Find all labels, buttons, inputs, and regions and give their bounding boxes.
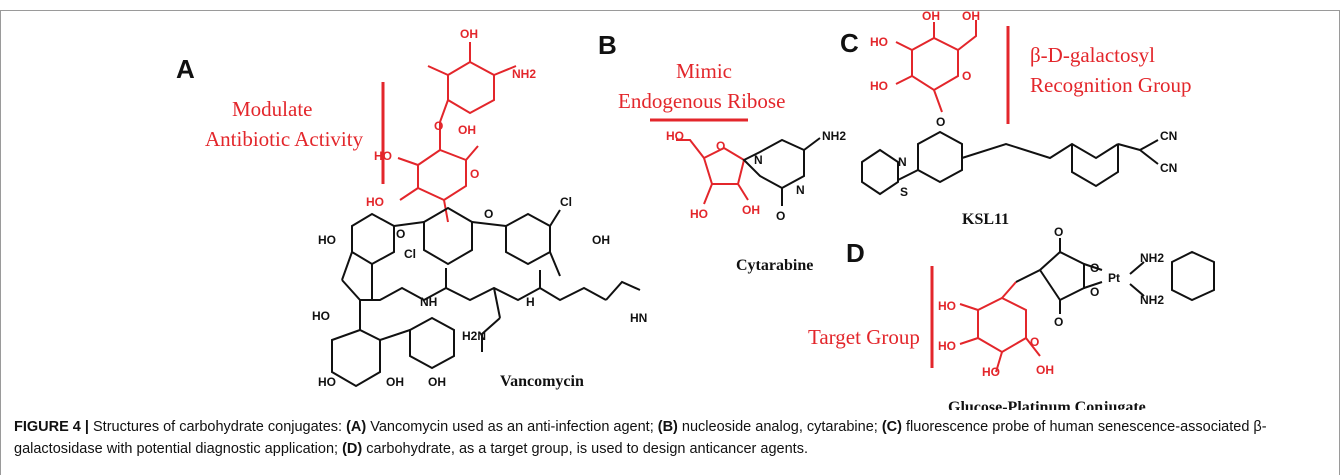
caption-d-text: carbohydrate, as a target group, is used…: [362, 441, 808, 457]
panel-a-label-line1: Modulate: [232, 97, 312, 121]
atom-nh2-d2: NH2: [1140, 293, 1164, 307]
atom-ho-b2: HO: [690, 207, 708, 221]
ksl11-structure: HO HO OH OH O O N S CN CN: [861, 9, 1177, 199]
atom-cn-2: CN: [1160, 161, 1177, 175]
ksl11-name: KSL11: [962, 211, 1009, 228]
panel-b-label-line2: Endogenous Ribose: [618, 89, 785, 113]
atom-oh-b: OH: [742, 203, 760, 217]
atom-n-b2: N: [796, 183, 805, 197]
panel-d-letter: D: [846, 238, 865, 268]
vancomycin-sugar-moiety: OH NH2 O OH HO HO O: [366, 27, 536, 223]
atom-h: H: [526, 295, 535, 309]
atom-ho-c1: HO: [870, 35, 888, 49]
cytarabine-name: Cytarabine: [736, 257, 813, 274]
atom-o-2: O: [470, 167, 479, 181]
atom-ho-b1: HO: [666, 129, 684, 143]
panel-a: A Modulate Antibiotic Activity OH NH2 O …: [176, 27, 647, 390]
figure-caption: FIGURE 4 | Structures of carbohydrate co…: [14, 416, 1330, 460]
atom-ho-c2: HO: [870, 79, 888, 93]
panel-c-label-line1: β-D-galactosyl: [1030, 43, 1155, 67]
atom-ho-4: HO: [312, 309, 330, 323]
caption-c-tag: (C): [881, 419, 902, 435]
atom-nh: NH: [420, 295, 437, 309]
glucose-platinum-name: Glucose-Platinum Conjugate: [948, 399, 1146, 410]
panel-c: C β-D-galactosyl Recognition Group HO HO…: [840, 9, 1192, 228]
atom-o-d5: O: [1090, 285, 1099, 299]
atom-nh2: NH2: [512, 67, 536, 81]
atom-nh2-d1: NH2: [1140, 251, 1164, 265]
figure-artwork: A Modulate Antibiotic Activity OH NH2 O …: [176, 9, 1215, 410]
atom-cl: Cl: [560, 195, 572, 209]
atom-o-4: O: [484, 207, 493, 221]
caption-c-text: fluorescence probe of human senescence-a…: [14, 419, 1267, 457]
atom-pt: Pt: [1108, 271, 1120, 285]
panel-b-letter: B: [598, 30, 617, 60]
atom-o-d2: O: [1054, 225, 1063, 239]
caption-a-tag: (A): [346, 419, 367, 435]
atom-oh: OH: [460, 27, 478, 41]
atom-nh2-b: NH2: [822, 129, 846, 143]
caption-a-text: Vancomycin used as an anti-infection age…: [366, 419, 658, 435]
atom-hn: HN: [630, 311, 647, 325]
atom-s-c: S: [900, 185, 908, 199]
atom-cl-2: Cl: [404, 247, 416, 261]
atom-h2n: H2N: [462, 329, 486, 343]
panel-a-label-line2: Antibiotic Activity: [205, 127, 364, 151]
panel-a-letter: A: [176, 54, 195, 84]
atom-o: O: [434, 119, 443, 133]
atom-oh-5: OH: [428, 375, 446, 389]
atom-oh-c2: OH: [962, 9, 980, 23]
vancomycin-name: Vancomycin: [500, 373, 584, 390]
atom-o-c: O: [962, 69, 971, 83]
atom-o-3: O: [396, 227, 405, 241]
vancomycin-aglycone: Cl Cl HO OH O O NH H HN H2N HO HO OH OH: [312, 195, 647, 389]
panel-c-letter: C: [840, 28, 859, 58]
caption-b-tag: (B): [657, 419, 678, 435]
atom-o-b: O: [716, 139, 725, 153]
atom-oh-4: OH: [386, 375, 404, 389]
atom-oh-d: OH: [1036, 363, 1054, 377]
atom-ho-3: HO: [318, 233, 336, 247]
figure-frame: [0, 10, 1340, 475]
panel-c-label-line2: Recognition Group: [1030, 73, 1192, 97]
atom-ho-d1: HO: [938, 299, 956, 313]
atom-ho-5: HO: [318, 375, 336, 389]
caption-figure-number: FIGURE 4 |: [14, 419, 89, 435]
atom-n-b: N: [754, 153, 763, 167]
atom-oh-2: OH: [458, 123, 476, 137]
atom-ho-d2: HO: [938, 339, 956, 353]
atom-o-d: O: [1030, 335, 1039, 349]
atom-o-b2: O: [776, 209, 785, 223]
atom-o-c2: O: [936, 115, 945, 129]
atom-oh-c1: OH: [922, 9, 940, 23]
cytarabine-structure: HO HO OH O N N NH2 O: [666, 129, 846, 223]
atom-ho-2: HO: [366, 195, 384, 209]
atom-oh-3: OH: [592, 233, 610, 247]
atom-o-d4: O: [1090, 261, 1099, 275]
panel-b-label-line1: Mimic: [676, 59, 732, 83]
atom-n-c: N: [898, 155, 907, 169]
atom-ho-d3: HO: [982, 365, 1000, 379]
caption-intro: Structures of carbohydrate conjugates:: [88, 419, 347, 435]
panel-b: B Mimic Endogenous Ribose HO HO OH O N N…: [598, 30, 846, 274]
atom-ho: HO: [374, 149, 392, 163]
caption-d-tag: (D): [342, 441, 363, 457]
glucose-platinum-structure: HO HO HO OH O O O O O Pt NH2 NH2: [938, 225, 1215, 379]
atom-cn-1: CN: [1160, 129, 1177, 143]
caption-b-text: nucleoside analog, cytarabine;: [677, 419, 882, 435]
panel-d-label: Target Group: [808, 325, 920, 349]
atom-o-d3: O: [1054, 315, 1063, 329]
panel-d: D Target Group HO HO HO OH O O O O O Pt …: [808, 225, 1215, 410]
